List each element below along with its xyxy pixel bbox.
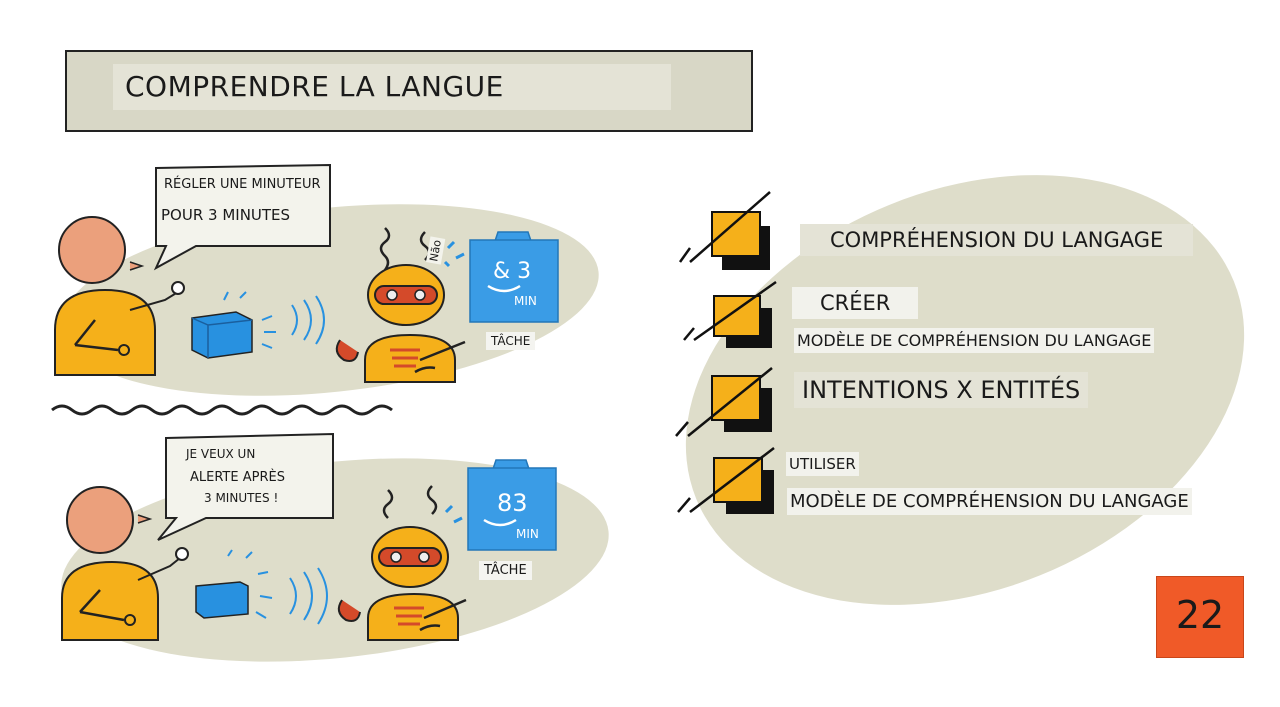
checkbox-icon: [675, 367, 773, 437]
speaker-cube-icon: [195, 549, 328, 625]
bubble2-line2: ALERTE APRÈS: [187, 469, 288, 486]
title-banner: [65, 50, 753, 132]
page-title: COMPRENDRE LA LANGUE: [125, 70, 504, 103]
bubble1-line2: POUR 3 MINUTES: [158, 205, 294, 225]
lesson-badge: [1156, 576, 1244, 658]
task-label-1: TÂCHE: [486, 332, 536, 350]
wave-divider: [51, 404, 393, 416]
task-label-2: TÂCHE: [479, 561, 532, 580]
checklist-item-1: COMPRÉHENSION DU LANGAGE: [800, 224, 1194, 256]
checklist-item-4-verb: UTILISER: [786, 452, 859, 476]
robot-icon: [337, 485, 467, 641]
title-highlight: [113, 64, 671, 110]
checklist-item-2-verb: CRÉER: [792, 287, 919, 319]
timer-card-icon: [469, 231, 559, 323]
checklist-item-2-object: MODÈLE DE COMPRÉHENSION DU LANGAGE: [794, 328, 1155, 353]
timer-card-icon: [467, 459, 557, 551]
checklist-item-3: INTENTIONS X ENTITÉS: [794, 372, 1089, 408]
robot-icon: [335, 227, 466, 383]
checkbox-icon: [683, 280, 777, 348]
card2-unit: MIN: [516, 527, 539, 541]
person-icon: [61, 486, 189, 641]
speaker-cube-icon: [191, 291, 325, 359]
checkbox-icon: [677, 447, 775, 514]
bubble1-line1: RÉGLER UNE MINUTEUR: [161, 176, 324, 193]
checklist-item-4-object: MODÈLE DE COMPRÉHENSION DU LANGAGE: [787, 488, 1192, 515]
person-icon: [54, 216, 185, 376]
card2-value: 83: [497, 489, 528, 517]
bubble2-line3: 3 MINUTES !: [201, 490, 282, 506]
checkbox-icon: [678, 191, 771, 270]
lesson-number: 22: [1175, 593, 1225, 637]
card1-unit: MIN: [514, 294, 537, 308]
card1-value: & 3: [493, 259, 532, 284]
bubble2-line1: JE VEUX UN: [183, 446, 259, 462]
